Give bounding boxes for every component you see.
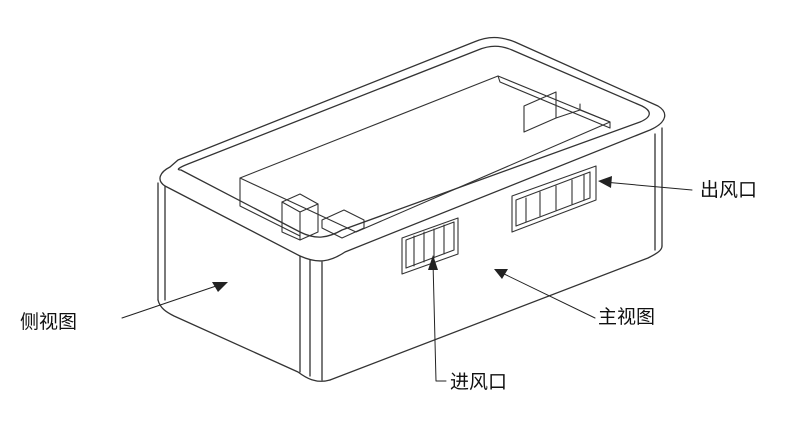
inner-board [239,75,611,241]
rim-inner-edge [177,45,650,238]
box-outer [157,36,666,382]
front-bottom-edge [329,245,663,381]
board-outline [239,75,611,233]
connector-left [281,201,319,241]
label-air-outlet: 出风口 [700,179,758,201]
board-edge [239,177,301,237]
label-side-view: 侧视图 [20,311,78,333]
label-front-view: 主视图 [598,306,656,328]
air-outlet-vent [511,165,597,233]
rim-outer-edge [159,36,666,262]
left-bottom-edge [157,299,331,382]
air-inlet-vent [401,217,459,275]
leader-front-view [499,271,596,319]
vents [401,165,597,275]
connector-back-flange [555,103,611,123]
arrow-side-view [212,282,228,292]
arrow-air-inlet [428,255,438,270]
leader-side-view [121,283,223,319]
board-far-edge [497,75,611,129]
arrow-air-outlet [598,176,612,188]
arrow-front-view [494,269,508,279]
standoff-front [321,209,365,239]
leader-lines [121,176,693,382]
connector-left-top [281,193,319,205]
leader-air-inlet [432,261,447,382]
label-air-inlet: 进风口 [450,371,508,393]
leader-air-outlet [603,181,693,191]
